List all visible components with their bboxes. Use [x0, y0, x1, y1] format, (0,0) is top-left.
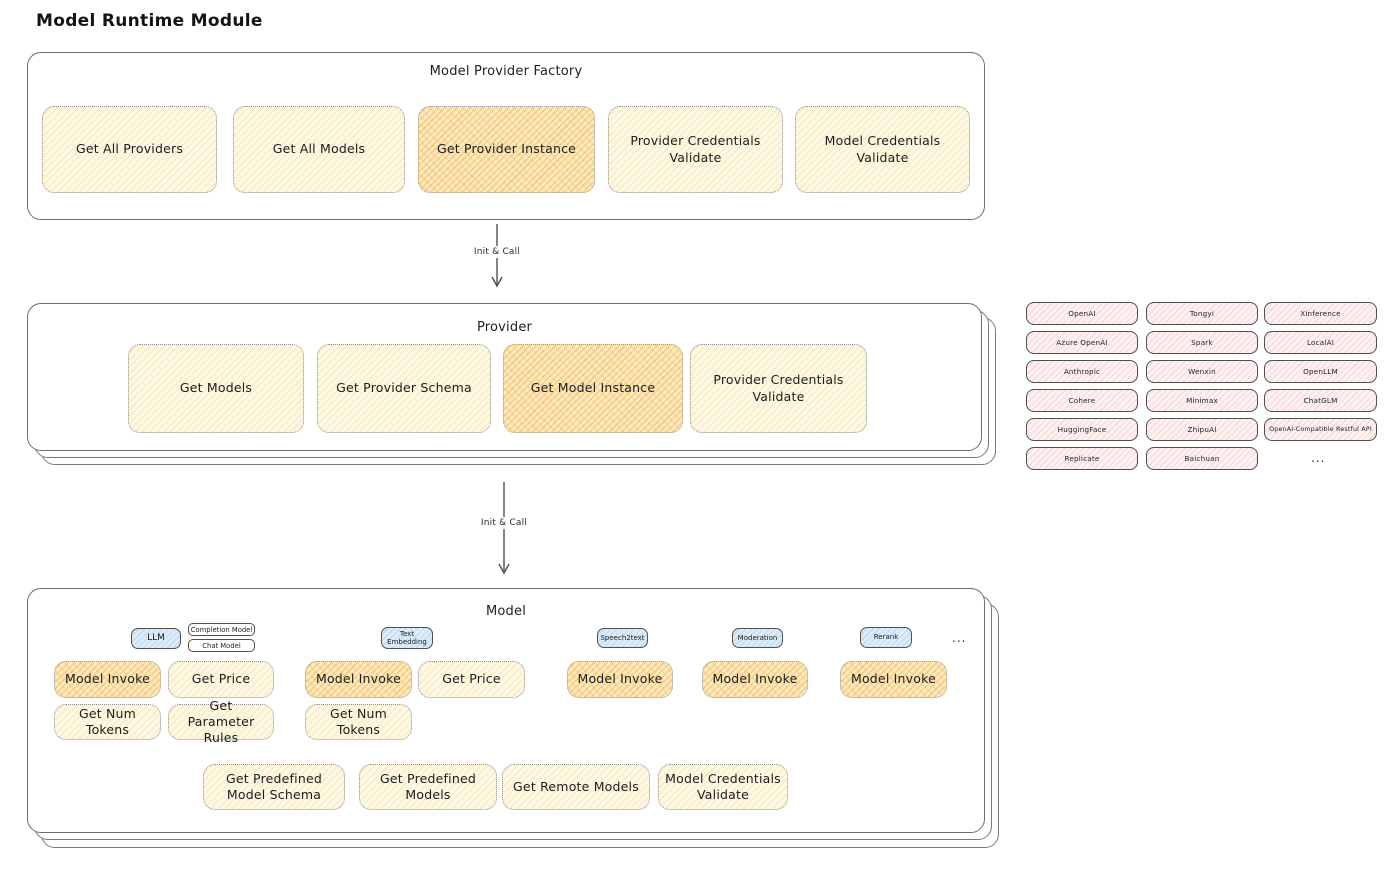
badge-chat-model: Chat Model	[188, 639, 255, 652]
provider-replicate: Replicate	[1026, 447, 1138, 470]
provider-openllm: OpenLLM	[1264, 360, 1377, 383]
node-get-all-providers: Get All Providers	[42, 106, 217, 193]
provider-panel-title: Provider	[476, 320, 533, 335]
badge-text-embedding: Text Embedding	[381, 627, 433, 649]
node-get-all-models: Get All Models	[233, 106, 405, 193]
node-get-predefined-models: Get Predefined Models	[359, 764, 497, 810]
factory-panel-title: Model Provider Factory	[429, 64, 583, 79]
init-call-arrow-2	[498, 482, 510, 575]
provider-cohere: Cohere	[1026, 389, 1138, 412]
node-get-remote-models: Get Remote Models	[502, 764, 650, 810]
provider-wenxin: Wenxin	[1146, 360, 1258, 383]
node-model-invoke-rerank: Model Invoke	[840, 661, 947, 698]
badge-speech2text: Speech2text	[597, 628, 648, 648]
model-panel-title: Model	[485, 604, 527, 619]
node-get-price-embedding: Get Price	[418, 661, 525, 698]
node-model-invoke-moderation: Model Invoke	[702, 661, 808, 698]
node-get-price-llm: Get Price	[168, 661, 274, 698]
provider-azure-openai: Azure OpenAI	[1026, 331, 1138, 354]
provider-openai: OpenAI	[1026, 302, 1138, 325]
badge-completion-model: Completion Model	[188, 623, 255, 636]
provider-zhipuai: ZhipuAI	[1146, 418, 1258, 441]
node-get-provider-schema: Get Provider Schema	[317, 344, 491, 433]
node-get-models: Get Models	[128, 344, 304, 433]
provider-anthropic: Anthropic	[1026, 360, 1138, 383]
provider-tongyi: Tongyi	[1146, 302, 1258, 325]
node-get-num-tokens-embedding: Get Num Tokens	[305, 704, 412, 740]
node-get-model-instance: Get Model Instance	[503, 344, 683, 433]
model-types-ellipsis: ...	[952, 631, 967, 645]
badge-llm: LLM	[131, 628, 181, 649]
init-call-arrow-1	[491, 224, 503, 288]
provider-huggingface: HuggingFace	[1026, 418, 1138, 441]
provider-baichuan: Baichuan	[1146, 447, 1258, 470]
provider-chatglm: ChatGLM	[1264, 389, 1377, 412]
node-model-credentials-validate-2: Model Credentials Validate	[658, 764, 788, 810]
diagram-title: Model Runtime Module	[36, 11, 263, 31]
init-call-label-2: Init & Call	[474, 517, 534, 529]
provider-xinference: Xinference	[1264, 302, 1377, 325]
init-call-label-1: Init & Call	[467, 246, 527, 258]
provider-catalog-ellipsis: ...	[1311, 451, 1326, 465]
node-get-num-tokens-llm: Get Num Tokens	[54, 704, 161, 740]
badge-moderation: Moderation	[732, 628, 783, 648]
node-get-provider-instance: Get Provider Instance	[418, 106, 595, 193]
provider-openai-compatible: OpenAI-Compatible Restful API	[1264, 418, 1377, 441]
node-provider-credentials-validate: Provider Credentials Validate	[608, 106, 783, 193]
node-get-predefined-model-schema: Get Predefined Model Schema	[203, 764, 345, 810]
node-get-parameter-rules: Get Parameter Rules	[168, 698, 274, 745]
badge-rerank: Rerank	[860, 627, 912, 648]
node-model-credentials-validate: Model Credentials Validate	[795, 106, 970, 193]
node-model-invoke-llm: Model Invoke	[54, 661, 161, 698]
provider-spark: Spark	[1146, 331, 1258, 354]
provider-minimax: Minimax	[1146, 389, 1258, 412]
node-model-invoke-speech2text: Model Invoke	[567, 661, 673, 698]
provider-localai: LocalAI	[1264, 331, 1377, 354]
node-provider-credentials-validate-2: Provider Credentials Validate	[690, 344, 867, 433]
node-model-invoke-embedding: Model Invoke	[305, 661, 412, 698]
